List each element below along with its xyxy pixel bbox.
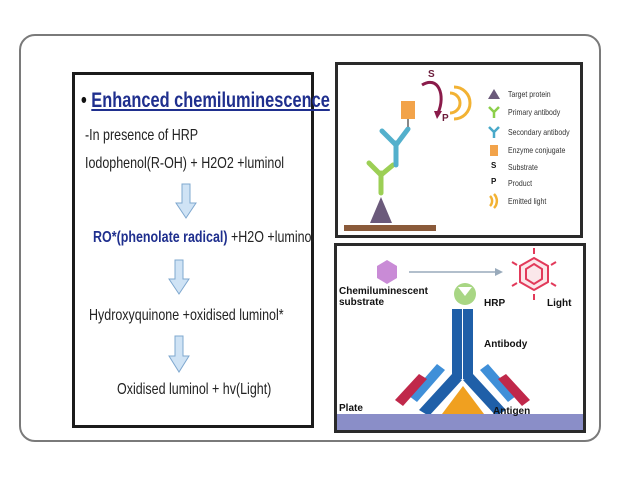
intermediate-text: RO*(phenolate radical) +H2O +luminol bbox=[93, 229, 314, 247]
substrate-letter: S bbox=[428, 69, 435, 80]
western-blot-diagram bbox=[344, 81, 472, 231]
antibody-label: Antibody bbox=[484, 339, 528, 350]
condition-text: -In presence of HRP bbox=[85, 127, 199, 144]
heading-text: Enhanced chemiluminescence bbox=[91, 89, 330, 112]
light-label: Light bbox=[547, 298, 572, 309]
legend-substrate: Substrate bbox=[508, 162, 538, 172]
reaction-panel: • Enhanced chemiluminescence -In presenc… bbox=[72, 72, 330, 428]
legend-target-protein: Target protein bbox=[508, 89, 551, 99]
legend-emitted-light: Emitted light bbox=[508, 196, 547, 206]
legend-secondary-antibody: Secondary antibody bbox=[508, 127, 570, 137]
detection-schematic-panel: S P Target protein Primary antibody Seco… bbox=[335, 62, 583, 238]
primary-antibody bbox=[366, 160, 396, 196]
plate-label: Plate bbox=[339, 403, 363, 414]
legend-enzyme-conjugate: Enzyme conjugate bbox=[508, 145, 566, 155]
triangle-icon bbox=[488, 89, 500, 99]
enzyme-conjugate bbox=[401, 101, 415, 119]
antigen-label: Antigen bbox=[493, 406, 531, 417]
y-antibody-icon bbox=[488, 106, 500, 118]
legend-primary-antibody: Primary antibody bbox=[508, 107, 561, 117]
enzyme-icon bbox=[490, 145, 498, 156]
bullet: • bbox=[81, 89, 87, 112]
substrate-hexagon bbox=[377, 260, 397, 284]
plate bbox=[337, 414, 583, 430]
radical-text: RO*(phenolate radical) bbox=[93, 229, 228, 246]
reaction-arc bbox=[421, 81, 443, 114]
y-antibody-icon bbox=[488, 126, 500, 138]
oxidation-text: Hydroxyquinone +oxidised luminol* bbox=[89, 307, 284, 324]
light-burst-icon bbox=[489, 193, 499, 209]
light-emission bbox=[511, 248, 557, 300]
product-letter: P bbox=[442, 113, 449, 124]
secondary-antibody bbox=[379, 126, 411, 168]
membrane bbox=[344, 225, 436, 231]
panel-heading: • Enhanced chemiluminescence bbox=[81, 89, 330, 113]
substrate-label-line2: substrate bbox=[339, 297, 385, 308]
elisa-diagram bbox=[337, 248, 583, 430]
emitted-light-burst bbox=[449, 85, 472, 121]
legend-product: Product bbox=[508, 178, 533, 188]
down-arrow-icon bbox=[175, 183, 197, 219]
antigen-triangle bbox=[439, 386, 487, 418]
elisa-diagram-panel: Chemiluminescent substrate HRP Light Ant… bbox=[334, 243, 586, 433]
legend-substrate-symbol: S bbox=[491, 161, 497, 170]
legend-product-symbol: P bbox=[491, 177, 497, 186]
reactants-text: Iodophenol(R-OH) + H2O2 +luminol bbox=[85, 155, 285, 172]
product-text: Oxidised luminol + hv(Light) bbox=[117, 381, 272, 398]
down-arrow-icon bbox=[168, 259, 190, 295]
target-protein-triangle bbox=[370, 197, 392, 223]
hrp-label: HRP bbox=[484, 298, 506, 309]
down-arrow-icon bbox=[168, 335, 190, 373]
substrate-label-line1: Chemiluminescent bbox=[339, 286, 428, 297]
radical-rest-text: +H2O +luminol bbox=[227, 229, 315, 246]
